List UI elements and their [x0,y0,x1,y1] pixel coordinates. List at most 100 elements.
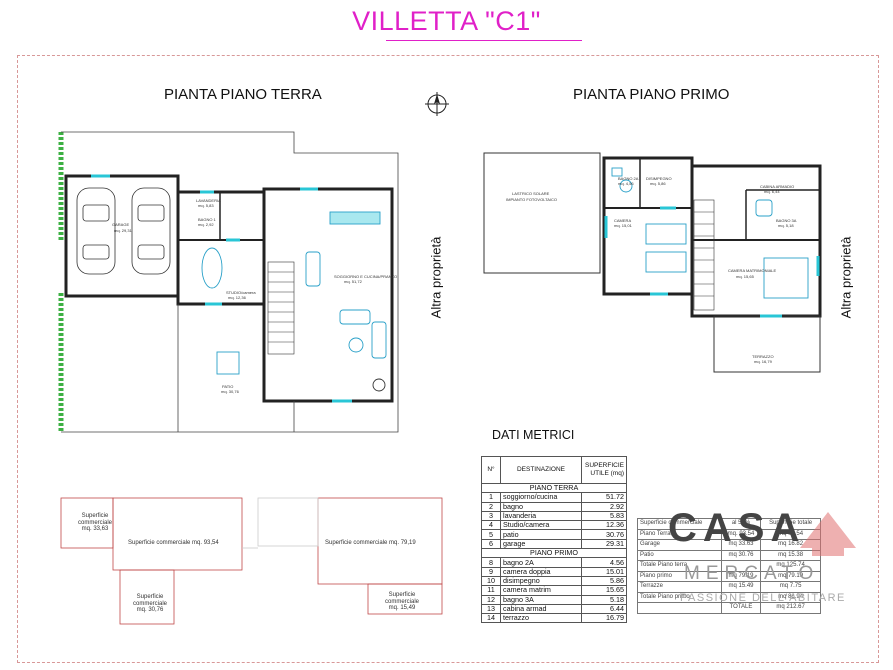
car-icon [76,187,171,275]
svg-text:mq. 16,79: mq. 16,79 [754,359,773,364]
table-cell-value: 5.83 [581,510,627,522]
table-cell-name: disimpegno [500,575,582,587]
table-cell-n: 11 [481,585,501,596]
table-cell-name: soggiorno/cucina [500,492,582,503]
ground-floor-title: PIANTA PIANO TERRA [164,86,322,103]
svg-text:TERRAZZO: TERRAZZO [752,354,774,359]
commercial-surface-table: Superficie commerciale al 50% Superficie… [637,518,821,614]
svg-text:mq. 5,18: mq. 5,18 [778,223,794,228]
table-cell-n: 5 [481,529,501,540]
table-cell [637,602,722,614]
table-cell-value: 5.18 [581,594,627,605]
svg-text:mq. 4,56: mq. 4,56 [618,181,634,186]
first-floor-title: PIANTA PIANO PRIMO [573,86,730,103]
svg-text:PATIO: PATIO [222,384,233,389]
table-cell-n: 1 [481,492,501,503]
table-cell-value: 16.79 [581,613,627,624]
title-underline [386,40,582,41]
svg-text:DISIMPEGNO: DISIMPEGNO [646,176,672,181]
table-cell-value: 12.36 [581,520,627,531]
north-compass-icon [425,92,449,116]
svg-text:mq. 51,72: mq. 51,72 [344,279,363,284]
svg-text:LASTRICO SOLARE: LASTRICO SOLARE [512,191,550,196]
table-cell-name: cabina armad [500,603,582,615]
table-cell-n: 2 [481,501,501,512]
table-cell-name: terrazzo [500,613,582,624]
dati-metrici-title: DATI METRICI [492,428,575,442]
col-header: SUPERFICIE UTILE (mq) [581,456,627,484]
garage-label: GARAGE [112,222,129,227]
surface-label-patio: Superficie commerciale mq. 30,76 [132,594,167,613]
table-cell-n: 9 [481,566,501,577]
surface-label-first: Superficie commerciale mq. 79,19 [325,540,416,546]
section-label: PIANO PRIMO [481,548,627,559]
svg-text:mq. 30,76: mq. 30,76 [221,389,240,394]
table-cell-n: 10 [481,575,501,587]
table-cell-value: 29.31 [581,538,627,550]
table-cell-n: 8 [481,557,501,568]
svg-text:mq. 15,01: mq. 15,01 [614,223,633,228]
stair-icon [267,261,295,355]
table-cell-name: camera doppia [500,566,582,577]
svg-text:mq. 15,65: mq. 15,65 [736,274,755,279]
table-cell-n: 3 [481,510,501,522]
svg-text:CAMERA MATRIMONIALE: CAMERA MATRIMONIALE [728,268,776,273]
svg-text:mq. 5,86: mq. 5,86 [650,181,666,186]
window-marks [91,174,352,403]
drawing-frame [17,55,879,663]
svg-text:SOGGIORNO E CUCINA/PRANZO: SOGGIORNO E CUCINA/PRANZO [334,274,397,279]
col-header: DESTINAZIONE [500,456,582,484]
table-cell-n: 14 [481,613,501,624]
svg-text:BAGNO 3A: BAGNO 3A [776,218,797,223]
table-cell-name: bagno 2A [500,557,582,568]
table-cell-n: 12 [481,594,501,605]
table-cell-value: 15.65 [581,585,627,596]
svg-text:mq. 6,44: mq. 6,44 [764,189,780,194]
svg-text:BAGNO 1: BAGNO 1 [198,217,217,222]
table-section-row: PIANO TERRA [481,482,627,494]
table-section-row: PIANO PRIMO [481,548,627,559]
svg-text:mq. 12,36: mq. 12,36 [228,295,247,300]
bed-icon [611,167,809,299]
ground-floor-plan: GARAGE mq. 29,31 LAVANDERIA mq. 5,83 BAG… [58,131,399,433]
table-cell-name: lavanderia [500,510,582,522]
table-cell-n: 4 [481,520,501,531]
table-cell-n: 6 [481,538,501,550]
svg-text:STUDIO/camera: STUDIO/camera [226,290,256,295]
dati-metrici-table: N° DESTINAZIONE SUPERFICIE UTILE (mq) PI… [481,456,627,624]
table-header-row: N° DESTINAZIONE SUPERFICIE UTILE (mq) [481,456,627,484]
table-cell-value: 5.86 [581,575,627,587]
table-cell: mq 212.67 [760,602,821,614]
surface-label-garage: Superficie commerciale mq. 33,63 [78,513,113,532]
table-cell-name: camera matrim [500,585,582,596]
svg-text:LAVANDERIA: LAVANDERIA [196,198,221,203]
table-cell-value: 30.76 [581,529,627,540]
surface-label-ground: Superficie commerciale mq. 93,54 [128,540,219,546]
section-label: PIANO TERRA [481,482,627,494]
svg-text:mq. 29,31: mq. 29,31 [114,228,133,233]
page-title: VILLETTA "C1" [352,6,541,36]
table-cell-name: bagno [500,501,582,512]
svg-text:mq. 5,83: mq. 5,83 [198,203,214,208]
table-cell: mq 30.76 [720,549,762,561]
table-cell-name: Studio/camera [500,520,582,531]
table-cell-name: bagno 3A [500,594,582,605]
svg-text:CABINA ARMADIO: CABINA ARMADIO [760,184,794,189]
svg-text:IMPIANTO FOTOVOLTAICO: IMPIANTO FOTOVOLTAICO [506,197,557,202]
table-cell-value: 51.72 [581,492,627,503]
table-cell: Patio [637,549,722,561]
watermark-sub2: PASSIONE DELL'ABITARE [680,592,846,604]
